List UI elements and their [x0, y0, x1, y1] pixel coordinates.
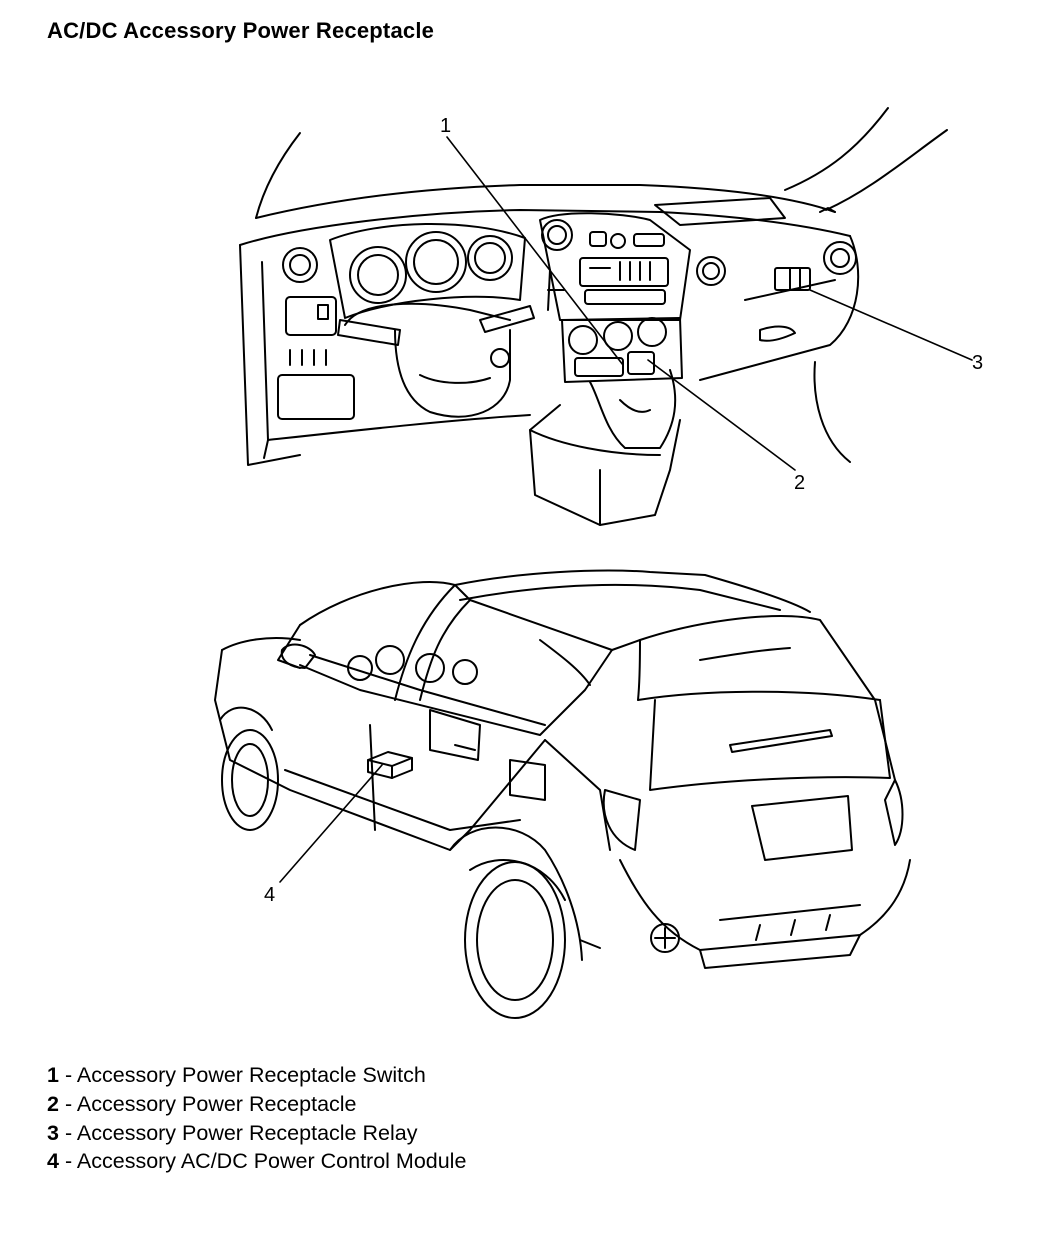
legend-separator: -	[58, 1149, 77, 1174]
callout-4: 4	[264, 884, 275, 906]
legend-number: 4	[47, 1149, 59, 1174]
instrument-panel-illustration	[239, 107, 948, 526]
legend-number: 2	[47, 1091, 59, 1116]
legend-number: 1	[47, 1063, 59, 1087]
legend-item: 3 - Accessory Power Receptacle Relay	[47, 1119, 466, 1148]
legend-item: 4 - Accessory AC/DC Power Control Module	[47, 1147, 466, 1176]
legend-text: Accessory AC/DC Power Control Module	[76, 1149, 467, 1174]
legend-text: Accessory Power Receptacle	[76, 1091, 357, 1116]
legend-item: 1 - Accessory Power Receptacle Switch	[47, 1061, 466, 1090]
callout-leader-line-vehicle	[279, 764, 383, 883]
callout-2: 2	[794, 472, 805, 494]
callout-3: 3	[972, 352, 983, 374]
legend-separator: -	[58, 1091, 77, 1116]
legend-list: 1 - Accessory Power Receptacle Switch 2 …	[47, 1061, 466, 1176]
legend-separator: -	[58, 1120, 77, 1145]
legend-text: Accessory Power Receptacle Switch	[76, 1063, 426, 1087]
page-title: AC/DC Accessory Power Receptacle	[47, 18, 435, 43]
legend-separator: -	[58, 1063, 77, 1087]
callout-1: 1	[440, 115, 451, 137]
callout-leader-lines-dashboard	[446, 136, 973, 471]
legend-text: Accessory Power Receptacle Relay	[76, 1120, 418, 1145]
legend-item: 2 - Accessory Power Receptacle	[47, 1090, 466, 1119]
vehicle-illustration	[214, 569, 911, 1019]
legend-number: 3	[47, 1120, 59, 1145]
